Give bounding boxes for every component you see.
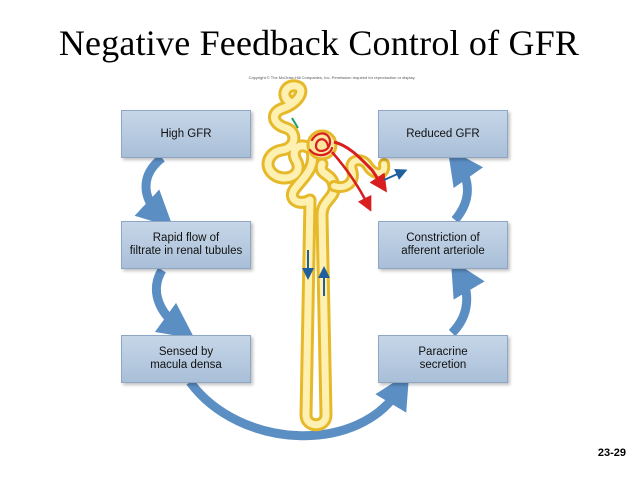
box-constriction-label: Constriction of afferent arteriole	[401, 232, 485, 257]
box-constriction: Constriction of afferent arteriole	[378, 221, 508, 269]
box-high-gfr: High GFR	[121, 110, 251, 158]
box-sensed-label: Sensed by macula densa	[150, 346, 222, 371]
blue-vessel	[383, 168, 408, 181]
arrow-rapid-to-sensed	[151, 267, 195, 339]
page-number: 23-29	[597, 447, 626, 459]
box-paracrine-secretion: Paracrine secretion	[378, 335, 508, 383]
feedback-loop-arrows	[134, 148, 485, 441]
capillary-tuft	[308, 132, 334, 157]
arrow-paracrine-to-constriction	[448, 259, 485, 337]
copyright-notice: Copyright © The McGraw-Hill Companies, I…	[248, 75, 416, 80]
arrow-high-to-rapid	[134, 154, 174, 228]
arrow-constriction-to-reduced	[447, 148, 484, 223]
efferent-arteriole	[331, 151, 372, 212]
afferent-arteriole	[333, 140, 387, 193]
box-rapid-flow-label: Rapid flow of filtrate in renal tubules	[129, 232, 243, 257]
box-reduced-gfr: Reduced GFR	[378, 110, 508, 158]
box-paracrine-label: Paracrine secretion	[418, 346, 468, 371]
box-sensed-macula-densa: Sensed by macula densa	[121, 335, 251, 383]
box-reduced-gfr-label: Reduced GFR	[406, 127, 480, 140]
proximal-flow-arrow	[291, 117, 299, 129]
box-high-gfr-label: High GFR	[160, 127, 212, 140]
slide-title: Negative Feedback Control of GFR	[58, 23, 580, 63]
box-rapid-flow: Rapid flow of filtrate in renal tubules	[121, 221, 251, 269]
nephron-illustration	[261, 79, 408, 432]
arrow-sensed-to-paracrine	[186, 372, 410, 441]
